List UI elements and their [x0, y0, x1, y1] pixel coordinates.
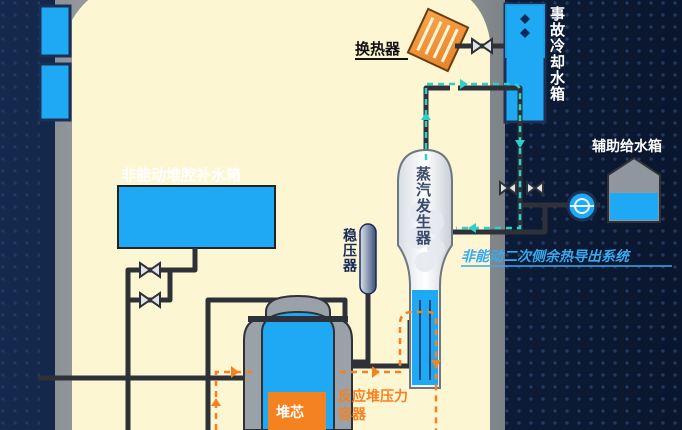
valve-cmt-upper [139, 261, 161, 279]
cool-flow-arrows [421, 79, 525, 233]
hot-flow-path [214, 310, 438, 430]
cool-flow-path [424, 82, 522, 230]
core-makeup-tank-label: 非能动堆腔补水箱 [121, 166, 242, 184]
heat-exchanger-label: 换热器 [355, 40, 401, 58]
emergency-cooling-tank-label: 事故冷却水箱 [548, 6, 566, 102]
valve-hx [471, 37, 493, 55]
wall-tank-left-lower [38, 62, 72, 122]
core-label: 堆芯 [276, 405, 304, 421]
rpv-label: 反应堆压力容器 [338, 388, 408, 424]
steam-generator-label: 蒸汽发生器 [414, 166, 432, 246]
valve-secondary-2 [526, 180, 544, 196]
wall-tank-left-upper [38, 4, 72, 58]
valve-secondary-1 [499, 180, 517, 196]
steam-generator [397, 148, 453, 389]
aux-feedwater-tank-label: 辅助给水箱 [592, 139, 662, 155]
reactor-pressure-vessel [243, 294, 353, 430]
valve-cmt-lower [139, 291, 161, 309]
core-makeup-tank [117, 185, 276, 249]
containment-interior [72, 0, 490, 430]
aux-feedwater-tank [607, 156, 661, 223]
pressurizer [359, 223, 377, 295]
hot-flow-arrows [211, 360, 441, 406]
rpv-label-text: 反应堆压力容器 [338, 389, 408, 423]
dot-texture-left [0, 0, 40, 430]
pressurizer-label: 稳压器 [341, 228, 357, 273]
passive-system-label: 非能动二次侧余热导出系统 [461, 249, 629, 265]
pump-icon [566, 190, 598, 222]
core [268, 392, 326, 430]
heat-exchanger [406, 7, 470, 73]
ect-diamond-icons [520, 14, 530, 38]
